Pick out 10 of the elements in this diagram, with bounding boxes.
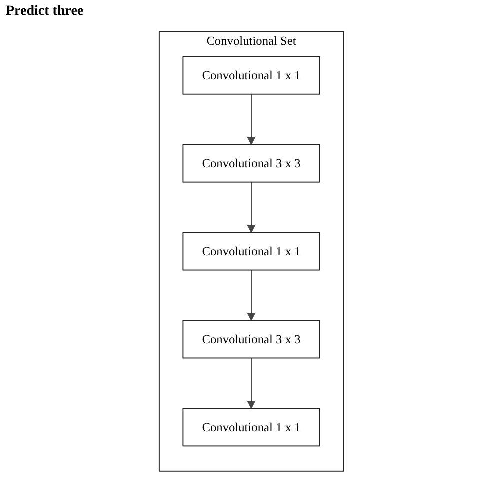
arrow [247, 358, 256, 410]
node-box: Convolutional 1 x 1 [182, 56, 320, 95]
node-box: Convolutional 1 x 1 [182, 232, 320, 271]
arrow [247, 94, 256, 146]
node-box: Convolutional 3 x 3 [182, 144, 320, 183]
arrow [247, 270, 256, 322]
arrow [247, 182, 256, 234]
node-box: Convolutional 1 x 1 [182, 408, 320, 447]
diagram-title: Predict three [5, 3, 85, 21]
node-box: Convolutional 3 x 3 [182, 320, 320, 359]
